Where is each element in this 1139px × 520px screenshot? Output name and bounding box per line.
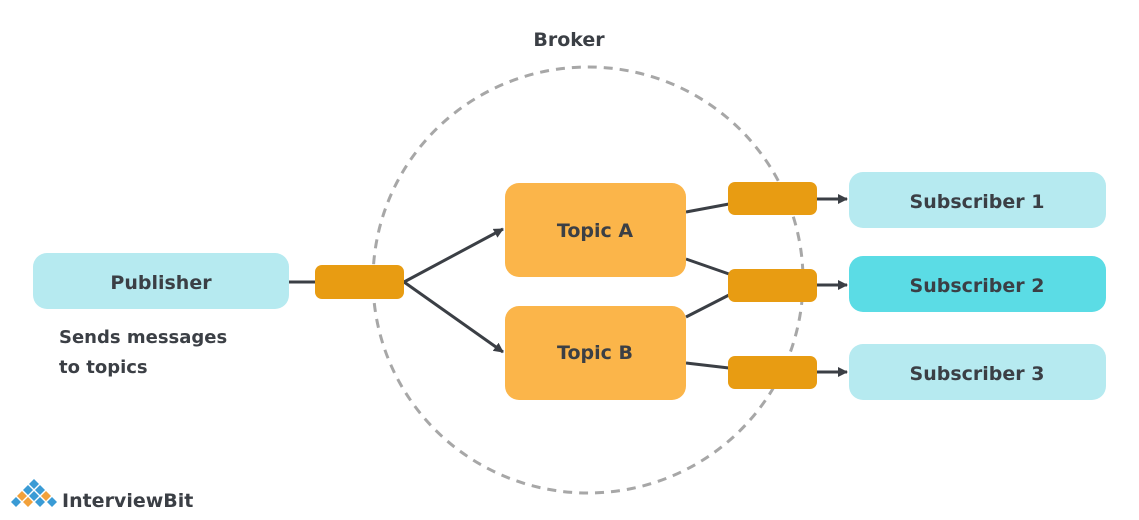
subscriber-3-node [849,344,1106,400]
connector-topic-a-sub1 [685,202,730,214]
arrow-to-topic-a [403,227,504,284]
subscriber-1-node [849,172,1106,228]
message-subscriber-1 [728,182,817,215]
message-subscriber-2 [728,269,817,302]
topic-b-label: Topic B [557,342,633,364]
publisher-label: Publisher [110,272,212,294]
connector-topic-b-sub2 [685,293,730,319]
message-subscriber-3 [728,356,817,389]
subscriber-1-label: Subscriber 1 [910,191,1045,213]
publisher-node [33,253,289,309]
subscriber-2-label: Subscriber 2 [910,275,1045,297]
interviewbit-logo-icon [11,479,57,507]
connector-topic-a-sub2 [685,257,730,276]
topic-a-label: Topic A [557,220,633,242]
subscriber-2-node [849,256,1106,312]
connector-topic-b-sub3 [685,361,730,370]
publisher-note-line-1: Sends messages [59,327,227,348]
topic-b-node [505,306,686,400]
topic-a-node [505,183,686,277]
arrow-to-topic-b [403,280,504,354]
subscriber-3-label: Subscriber 3 [910,363,1045,385]
publisher-note-line-2: to topics [59,357,148,378]
broker-label: Broker [533,29,605,51]
message-publisher [315,265,404,299]
logo-wordmark: InterviewBit [62,490,193,512]
